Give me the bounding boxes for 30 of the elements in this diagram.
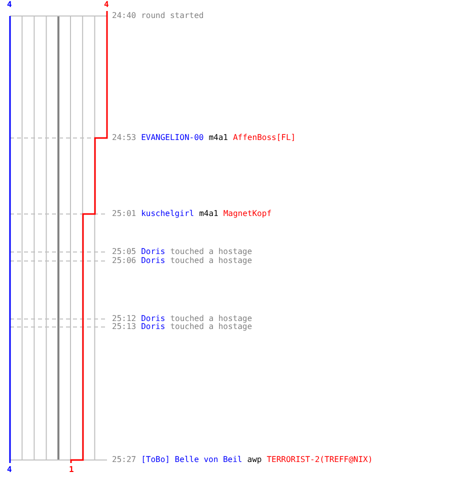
player-name: EVANGELION-00 [141,133,204,142]
weapon-name: awp [247,455,262,464]
event-time: 25:06 [112,256,136,265]
event-text: touched a hostage [170,322,252,331]
player-count: 4 [104,0,109,10]
player-name: Doris [141,247,166,256]
player-name: Doris [141,256,166,265]
player-count: 1 [69,465,74,475]
victim-name: TERRORIST-2(TREFF@NIX) [266,455,373,464]
victim-name: MagnetKopf [223,209,272,218]
event-time: 24:40 [112,11,136,20]
player-name: kuschelgirl [141,209,194,218]
event-text: touched a hostage [170,314,252,323]
event-time: 25:12 [112,314,136,323]
weapon-name: m4a1 [199,209,218,218]
player-name: Doris [141,314,166,323]
event-time: 25:27 [112,455,136,464]
event-text: round started [141,11,204,20]
weapon-name: m4a1 [208,133,228,142]
event-time: 24:53 [112,133,136,142]
event-time: 25:13 [112,322,136,331]
event-text: touched a hostage [170,247,252,256]
event-time: 25:01 [112,209,136,218]
event-time: 25:05 [112,247,136,256]
player-name: Doris [141,322,166,331]
victim-name: AffenBoss[FL] [232,133,296,142]
player-count: 4 [7,0,12,10]
player-count: 4 [7,465,12,475]
event-text: touched a hostage [170,256,252,265]
player-name: [ToBo] Belle von Beil [141,455,242,464]
